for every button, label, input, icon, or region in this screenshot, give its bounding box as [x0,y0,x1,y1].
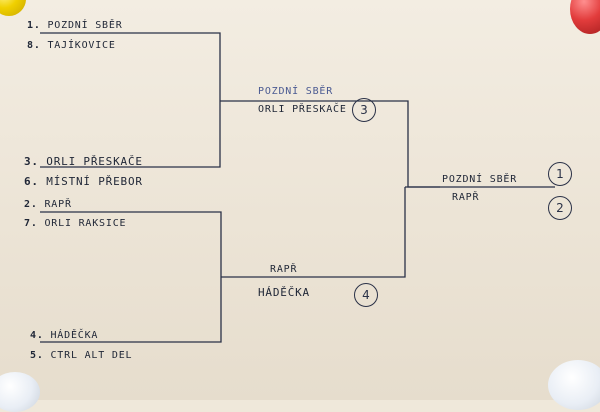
bracket-line-semi-bottom [221,187,405,277]
final-loser: RAPŘ [452,192,479,203]
place-1-circle: 1 [548,162,572,186]
semi-bottom-winner: RAPŘ [270,264,297,275]
seed-3-label: 3. ORLI PŘESKAČE [24,155,143,168]
bracket-line-r1-lower-mid [40,212,221,342]
semi-top-winner: POZDNÍ SBĚR [258,86,333,97]
seed-2-label: 2. RAPŘ [24,199,72,210]
match-3-circle: 3 [352,98,376,122]
place-2-circle: 2 [548,196,572,220]
bracket-line-r1-top [40,33,220,167]
seed-8-label: 8. TAJÍKOVICE [27,40,116,51]
final-winner: POZDNÍ SBĚR [442,174,517,185]
seed-6-label: 6. MÍSTNÍ PŘEBOR [24,175,143,188]
seed-5-label: 5. CTRL ALT DEL [30,350,132,361]
seed-4-label: 4. HÁDĚČKA [30,330,98,341]
seed-1-label: 1. POZDNÍ SBĚR [27,20,123,31]
match-4-circle: 4 [354,283,378,307]
seed-7-label: 7. ORLI RAKSICE [24,218,126,229]
semi-top-loser: ORLI PŘESKAČE [258,104,347,115]
semi-bottom-loser: HÁDĚČKA [258,286,310,299]
